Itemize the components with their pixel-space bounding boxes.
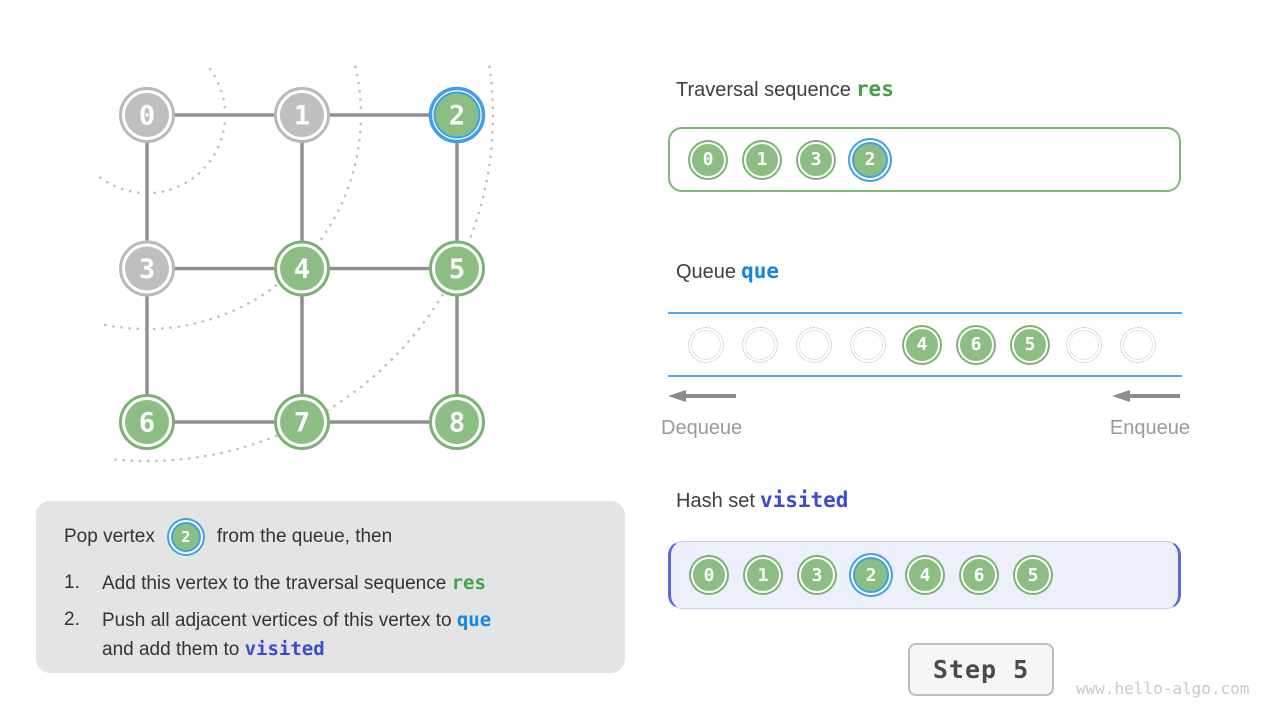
- instruction-prefix: Pop vertex: [64, 526, 155, 547]
- que-keyword: que: [741, 259, 779, 283]
- value-circle-2: 2: [853, 557, 889, 593]
- value-circle-5: 5: [1012, 326, 1048, 363]
- graph-vertex-label: 0: [139, 101, 155, 132]
- graph-vertex-1: 1: [274, 87, 330, 143]
- graph-vertex-5: 5: [429, 240, 485, 297]
- graph-vertex-label: 1: [294, 101, 310, 132]
- value-circle-4: 4: [904, 326, 940, 363]
- watermark: www.hello-algo.com: [1076, 679, 1250, 698]
- visited-keyword: visited: [759, 488, 849, 512]
- instruction-item-1: 1. Add this vertex to the traversal seque…: [64, 569, 599, 598]
- graph-vertex-8: 8: [429, 394, 485, 450]
- graph-vertex-label: 4: [294, 254, 310, 285]
- empty-queue-slot: [1066, 326, 1102, 363]
- enqueue-label: Enqueue: [1109, 417, 1190, 439]
- instruction-item-text: Add this vertex to the traversal sequenc…: [102, 572, 486, 594]
- graph-vertex-label: 7: [294, 408, 310, 439]
- res-keyword: res: [451, 572, 486, 594]
- queue-title-text: Queue: [676, 261, 737, 283]
- instruction-item-number: 2.: [64, 609, 80, 630]
- visited-keyword: visited: [244, 638, 325, 660]
- value-circle-3: 3: [799, 557, 835, 593]
- empty-queue-slot: [850, 326, 886, 363]
- empty-queue-slot: [796, 326, 832, 363]
- graph-vertex-3: 3: [119, 240, 175, 297]
- value-circle-2: 2: [852, 141, 888, 178]
- instruction-panel: Pop vertex 2 from the queue, then 1. Add …: [36, 501, 625, 673]
- graph-vertex-label: 6: [139, 408, 155, 439]
- step-button[interactable]: Step 5: [908, 643, 1054, 696]
- graph-vertex-0: 0: [119, 87, 175, 143]
- instruction-item-number: 1.: [64, 572, 80, 593]
- empty-queue-slot: [1120, 326, 1156, 363]
- empty-queue-slot: [688, 326, 724, 363]
- bfs-level-arc-0: [97, 67, 227, 195]
- graph-vertex-6: 6: [119, 394, 175, 450]
- instruction-item-text: Push all adjacent vertices of this verte…: [102, 609, 492, 660]
- instruction-suffix: from the queue, then: [216, 526, 393, 547]
- value-circle-1: 1: [745, 557, 781, 593]
- value-circle-0: 0: [690, 141, 726, 178]
- bfs-graph: 0 1 2 3 4 5 6 7 8: [97, 65, 495, 463]
- value-circle-0: 0: [691, 557, 727, 593]
- empty-queue-slot: [742, 326, 778, 363]
- hash-set-title-text: Hash set: [676, 490, 755, 512]
- res-keyword: res: [855, 77, 894, 101]
- traversal-title-text: Traversal sequence: [676, 79, 851, 101]
- graph-vertex-label: 3: [139, 254, 155, 285]
- instruction-list: 1. Add this vertex to the traversal seque…: [64, 569, 599, 664]
- dequeue-arrow-icon: [668, 390, 736, 402]
- instruction-line: Pop vertex 2 from the queue, then: [64, 515, 599, 559]
- popped-vertex-badge: 2: [170, 522, 201, 552]
- instruction-item-2: 2. Push all adjacent vertices of this ver…: [64, 606, 599, 664]
- graph-vertex-7: 7: [274, 394, 330, 450]
- enqueue-arrow-icon: [1112, 390, 1180, 402]
- value-circle-4: 4: [907, 557, 943, 593]
- value-circle-5: 5: [1015, 557, 1051, 593]
- value-circle-6: 6: [958, 326, 994, 363]
- graph-vertex-label: 2: [449, 101, 465, 132]
- graph-vertex-label: 8: [449, 408, 465, 439]
- dequeue-label: Dequeue: [661, 417, 743, 439]
- graph-vertex-2: 2: [428, 86, 486, 144]
- que-keyword: que: [456, 609, 492, 631]
- graph-vertex-label: 5: [449, 254, 465, 285]
- value-circle-6: 6: [961, 557, 997, 593]
- graph-vertex-4: 4: [274, 240, 330, 297]
- value-circle-1: 1: [744, 141, 780, 178]
- value-circle-3: 3: [798, 141, 834, 178]
